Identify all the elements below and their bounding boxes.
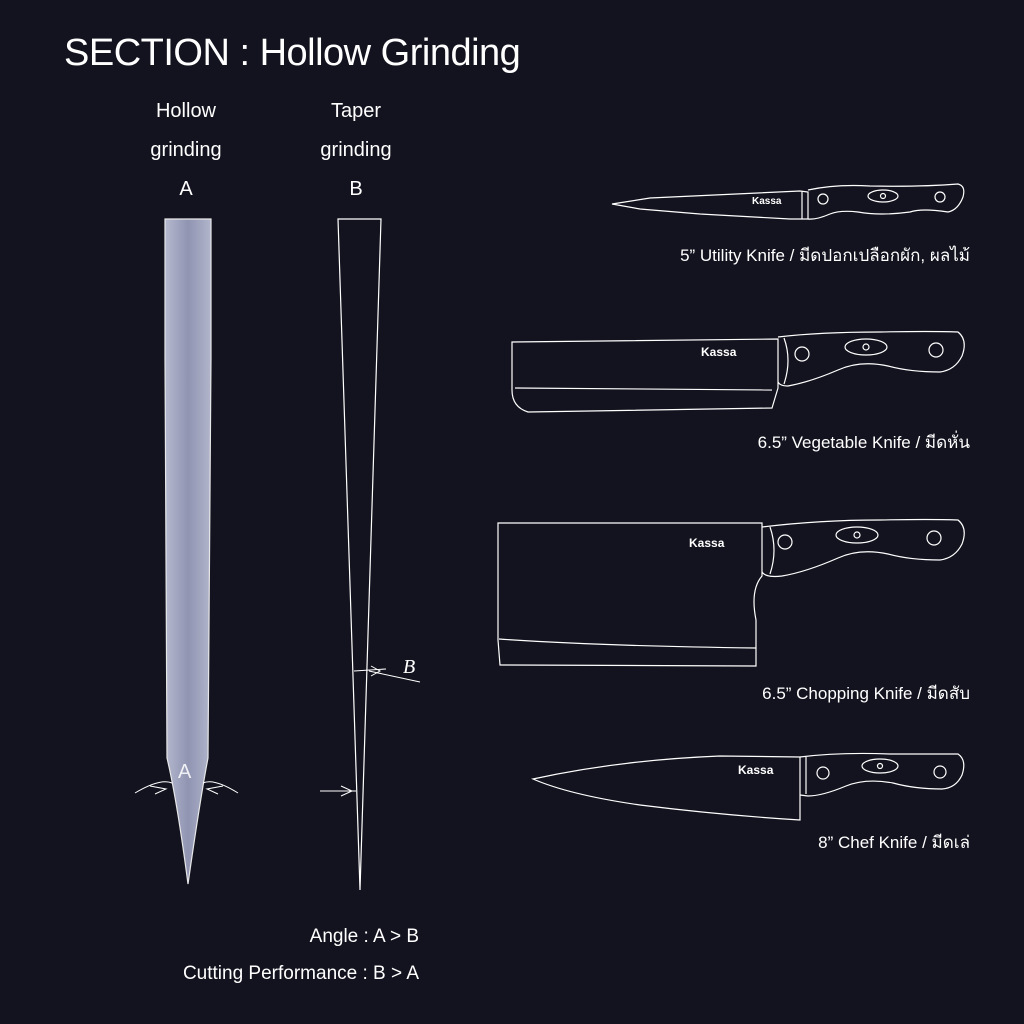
angle-mark-b: B	[403, 656, 415, 678]
label-a-line1: Hollow	[155, 100, 217, 122]
label-a-letter: A	[179, 178, 193, 200]
vegetable-knife-brand: Kassa	[701, 345, 737, 359]
chef-knife-brand: Kassa	[738, 763, 774, 777]
hollow-grind-section	[134, 218, 239, 885]
chopping-knife-caption: 6.5” Chopping Knife / มีดสับ	[762, 684, 970, 703]
utility-knife-brand: Kassa	[752, 196, 782, 207]
angle-comparison: Angle : A > B	[309, 926, 419, 947]
label-a-line2: grinding	[150, 139, 222, 161]
chef-knife-caption: 8” Chef Knife / มีดเล่	[818, 833, 970, 852]
cutting-performance-comparison: Cutting Performance : B > A	[182, 963, 419, 984]
taper-grind-section	[320, 218, 421, 891]
angle-mark-a: A	[178, 761, 192, 783]
label-b-line2: grinding	[320, 139, 392, 161]
utility-knife-caption: 5” Utility Knife / มีดปอกเปลือกผัก, ผลไม…	[680, 246, 970, 265]
vegetable-knife-drawing: Kassa	[511, 330, 965, 413]
label-hollow-grinding: Hollow grinding A	[106, 92, 266, 209]
chopping-knife-drawing: Kassa	[497, 518, 965, 667]
chef-knife-drawing: Kassa	[531, 752, 965, 821]
utility-knife-drawing: Kassa	[611, 183, 965, 220]
chopping-knife-brand: Kassa	[689, 536, 725, 550]
page-title: SECTION : Hollow Grinding	[64, 32, 521, 74]
label-b-letter: B	[349, 178, 363, 200]
label-b-line1: Taper	[330, 100, 382, 122]
label-taper-grinding: Taper grinding B	[276, 92, 436, 209]
vegetable-knife-caption: 6.5” Vegetable Knife / มีดหั่น	[757, 433, 970, 452]
